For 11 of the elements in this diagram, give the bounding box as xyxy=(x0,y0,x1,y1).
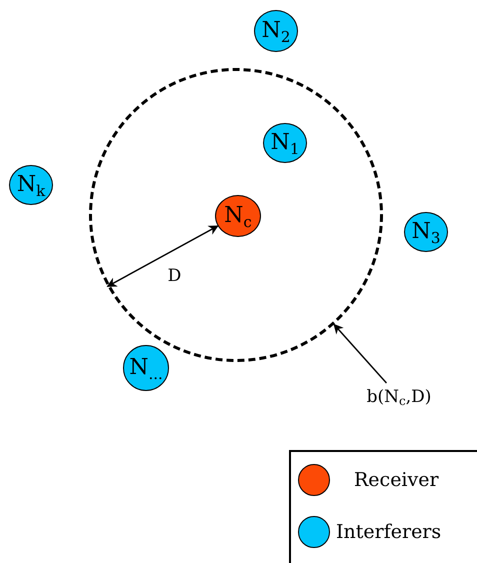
legend-label: Interferers xyxy=(336,523,442,542)
interferer-node: N$_{...}$ xyxy=(123,345,169,391)
boundary-label: b(N$_{c}$,D) xyxy=(353,383,445,411)
legend-label: Receiver xyxy=(354,471,439,490)
interferer-node: N$_{3}$ xyxy=(404,212,448,252)
leader-arrow xyxy=(333,324,387,384)
interferer-node: N$_{2}$ xyxy=(254,10,298,52)
distance-arrow xyxy=(106,225,219,287)
receiver-node: N$_{c}$ xyxy=(215,195,261,237)
interferer-node: N$_{1}$ xyxy=(263,123,307,163)
interferer-node: N$_{k}$ xyxy=(9,165,53,205)
